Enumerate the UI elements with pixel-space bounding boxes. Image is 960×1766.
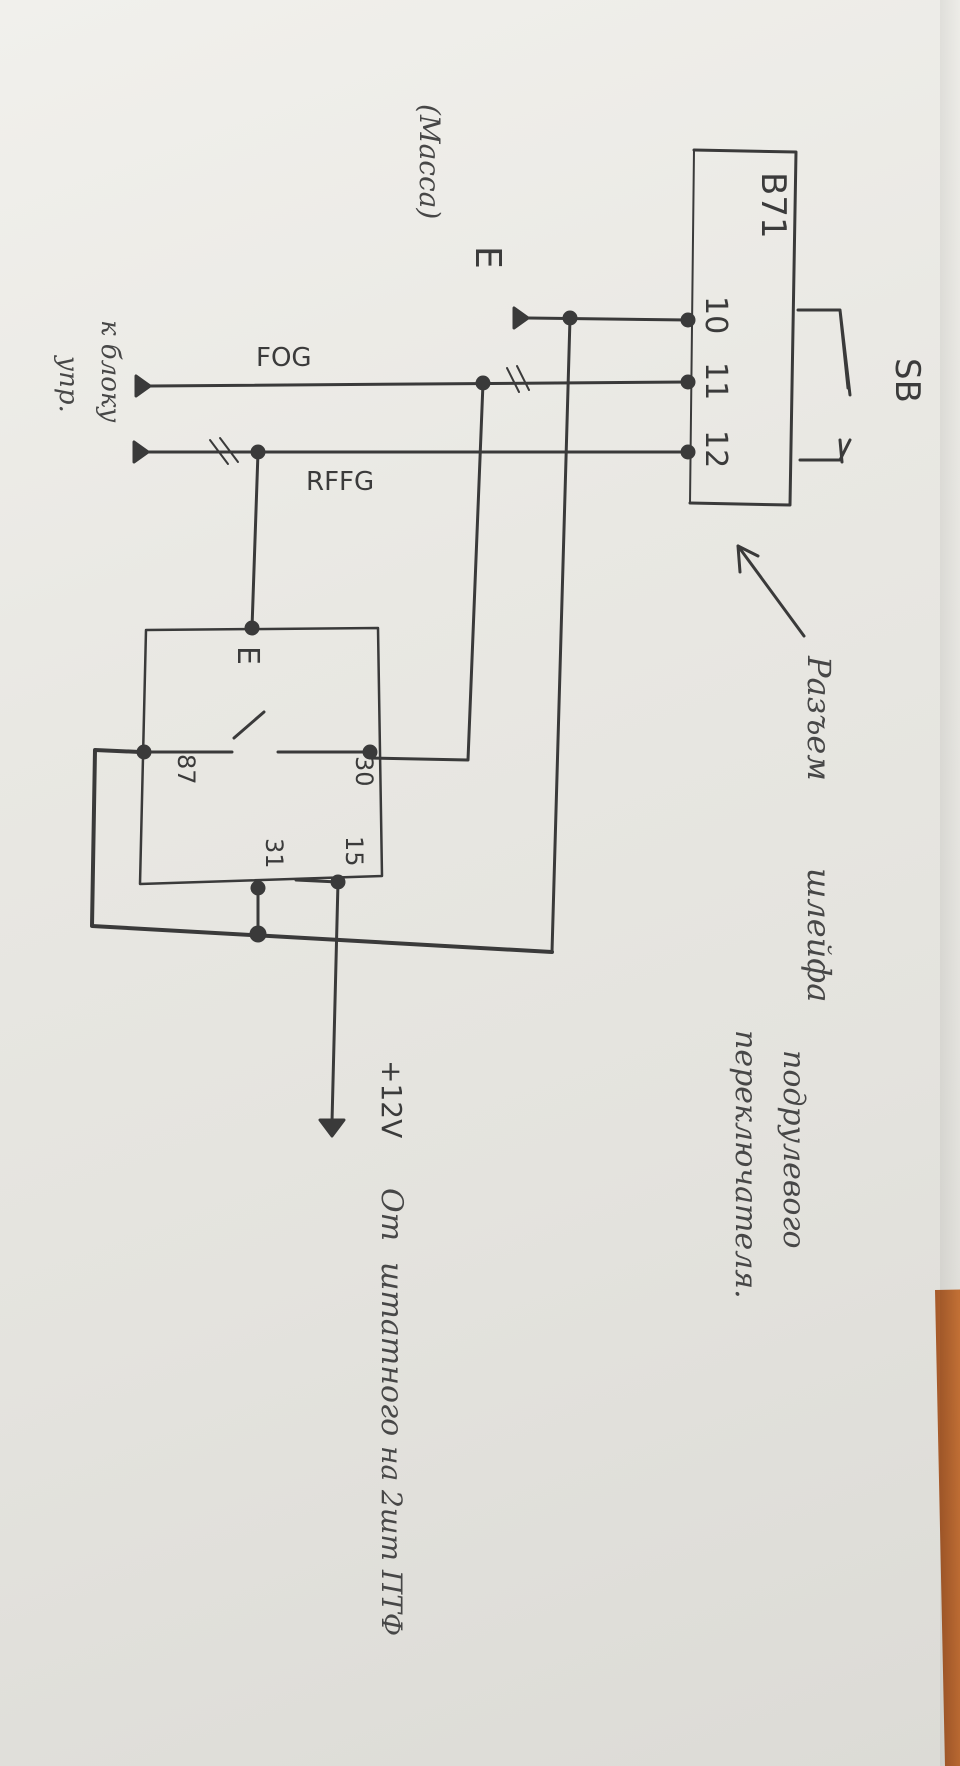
to-control-unit-line-2: упр. <box>53 355 83 413</box>
rfog-arrow <box>132 440 150 464</box>
relay-switch-arm <box>232 710 266 740</box>
power-note-line-2: штатного <box>374 1262 409 1436</box>
relay-ground-label: E <box>230 646 265 665</box>
ground-note: (Масса) <box>413 104 446 219</box>
page-shadow <box>940 0 960 1766</box>
connector-note-line-4: переключателя. <box>728 1030 763 1299</box>
junction-31-ground <box>249 925 267 943</box>
relay-label-31: 31 <box>260 838 288 869</box>
fog-arrow <box>134 374 152 398</box>
switch-block-name: B71 <box>753 172 793 239</box>
wire-fog-vertical <box>368 381 485 762</box>
wire-pin10-ground <box>526 316 690 322</box>
connector-pointer-arrow <box>736 544 806 638</box>
wire-ground-vertical <box>550 316 572 954</box>
relay-label-30: 30 <box>350 756 378 787</box>
wire-label-fog: FOG <box>256 343 312 373</box>
relay-label-15: 15 <box>340 836 368 867</box>
switch-label: SB <box>887 358 927 403</box>
relay-label-87: 87 <box>172 754 200 785</box>
wire-rfog-vertical <box>250 450 260 630</box>
pin-label-12: 12 <box>698 430 733 468</box>
connector-box <box>688 148 798 507</box>
power-note-line-1: От <box>374 1188 409 1241</box>
sb-switch <box>796 308 852 462</box>
power-label: +12V <box>375 1060 408 1138</box>
power-note-line-3: на 2шт ПТФ <box>375 1446 408 1636</box>
connector-note-line-3: подрулевого <box>776 1050 811 1249</box>
pin-label-11: 11 <box>698 362 733 400</box>
connector-note-line-1: Разъем <box>800 655 838 781</box>
power-arrow <box>318 1118 346 1138</box>
connector-note-line-2: шлейфа <box>800 868 838 1002</box>
wire-pin11-fog <box>148 380 690 388</box>
relay-box <box>138 626 384 886</box>
wire-power <box>330 880 340 1124</box>
pin-label-10: 10 <box>698 296 733 334</box>
wire-label-rfog: RFFG <box>306 467 374 497</box>
ground-arrow <box>512 306 530 330</box>
to-control-unit-line-1: к блоку <box>95 320 125 422</box>
ground-label: E <box>467 246 508 269</box>
wire-ground-bottom <box>90 748 554 954</box>
